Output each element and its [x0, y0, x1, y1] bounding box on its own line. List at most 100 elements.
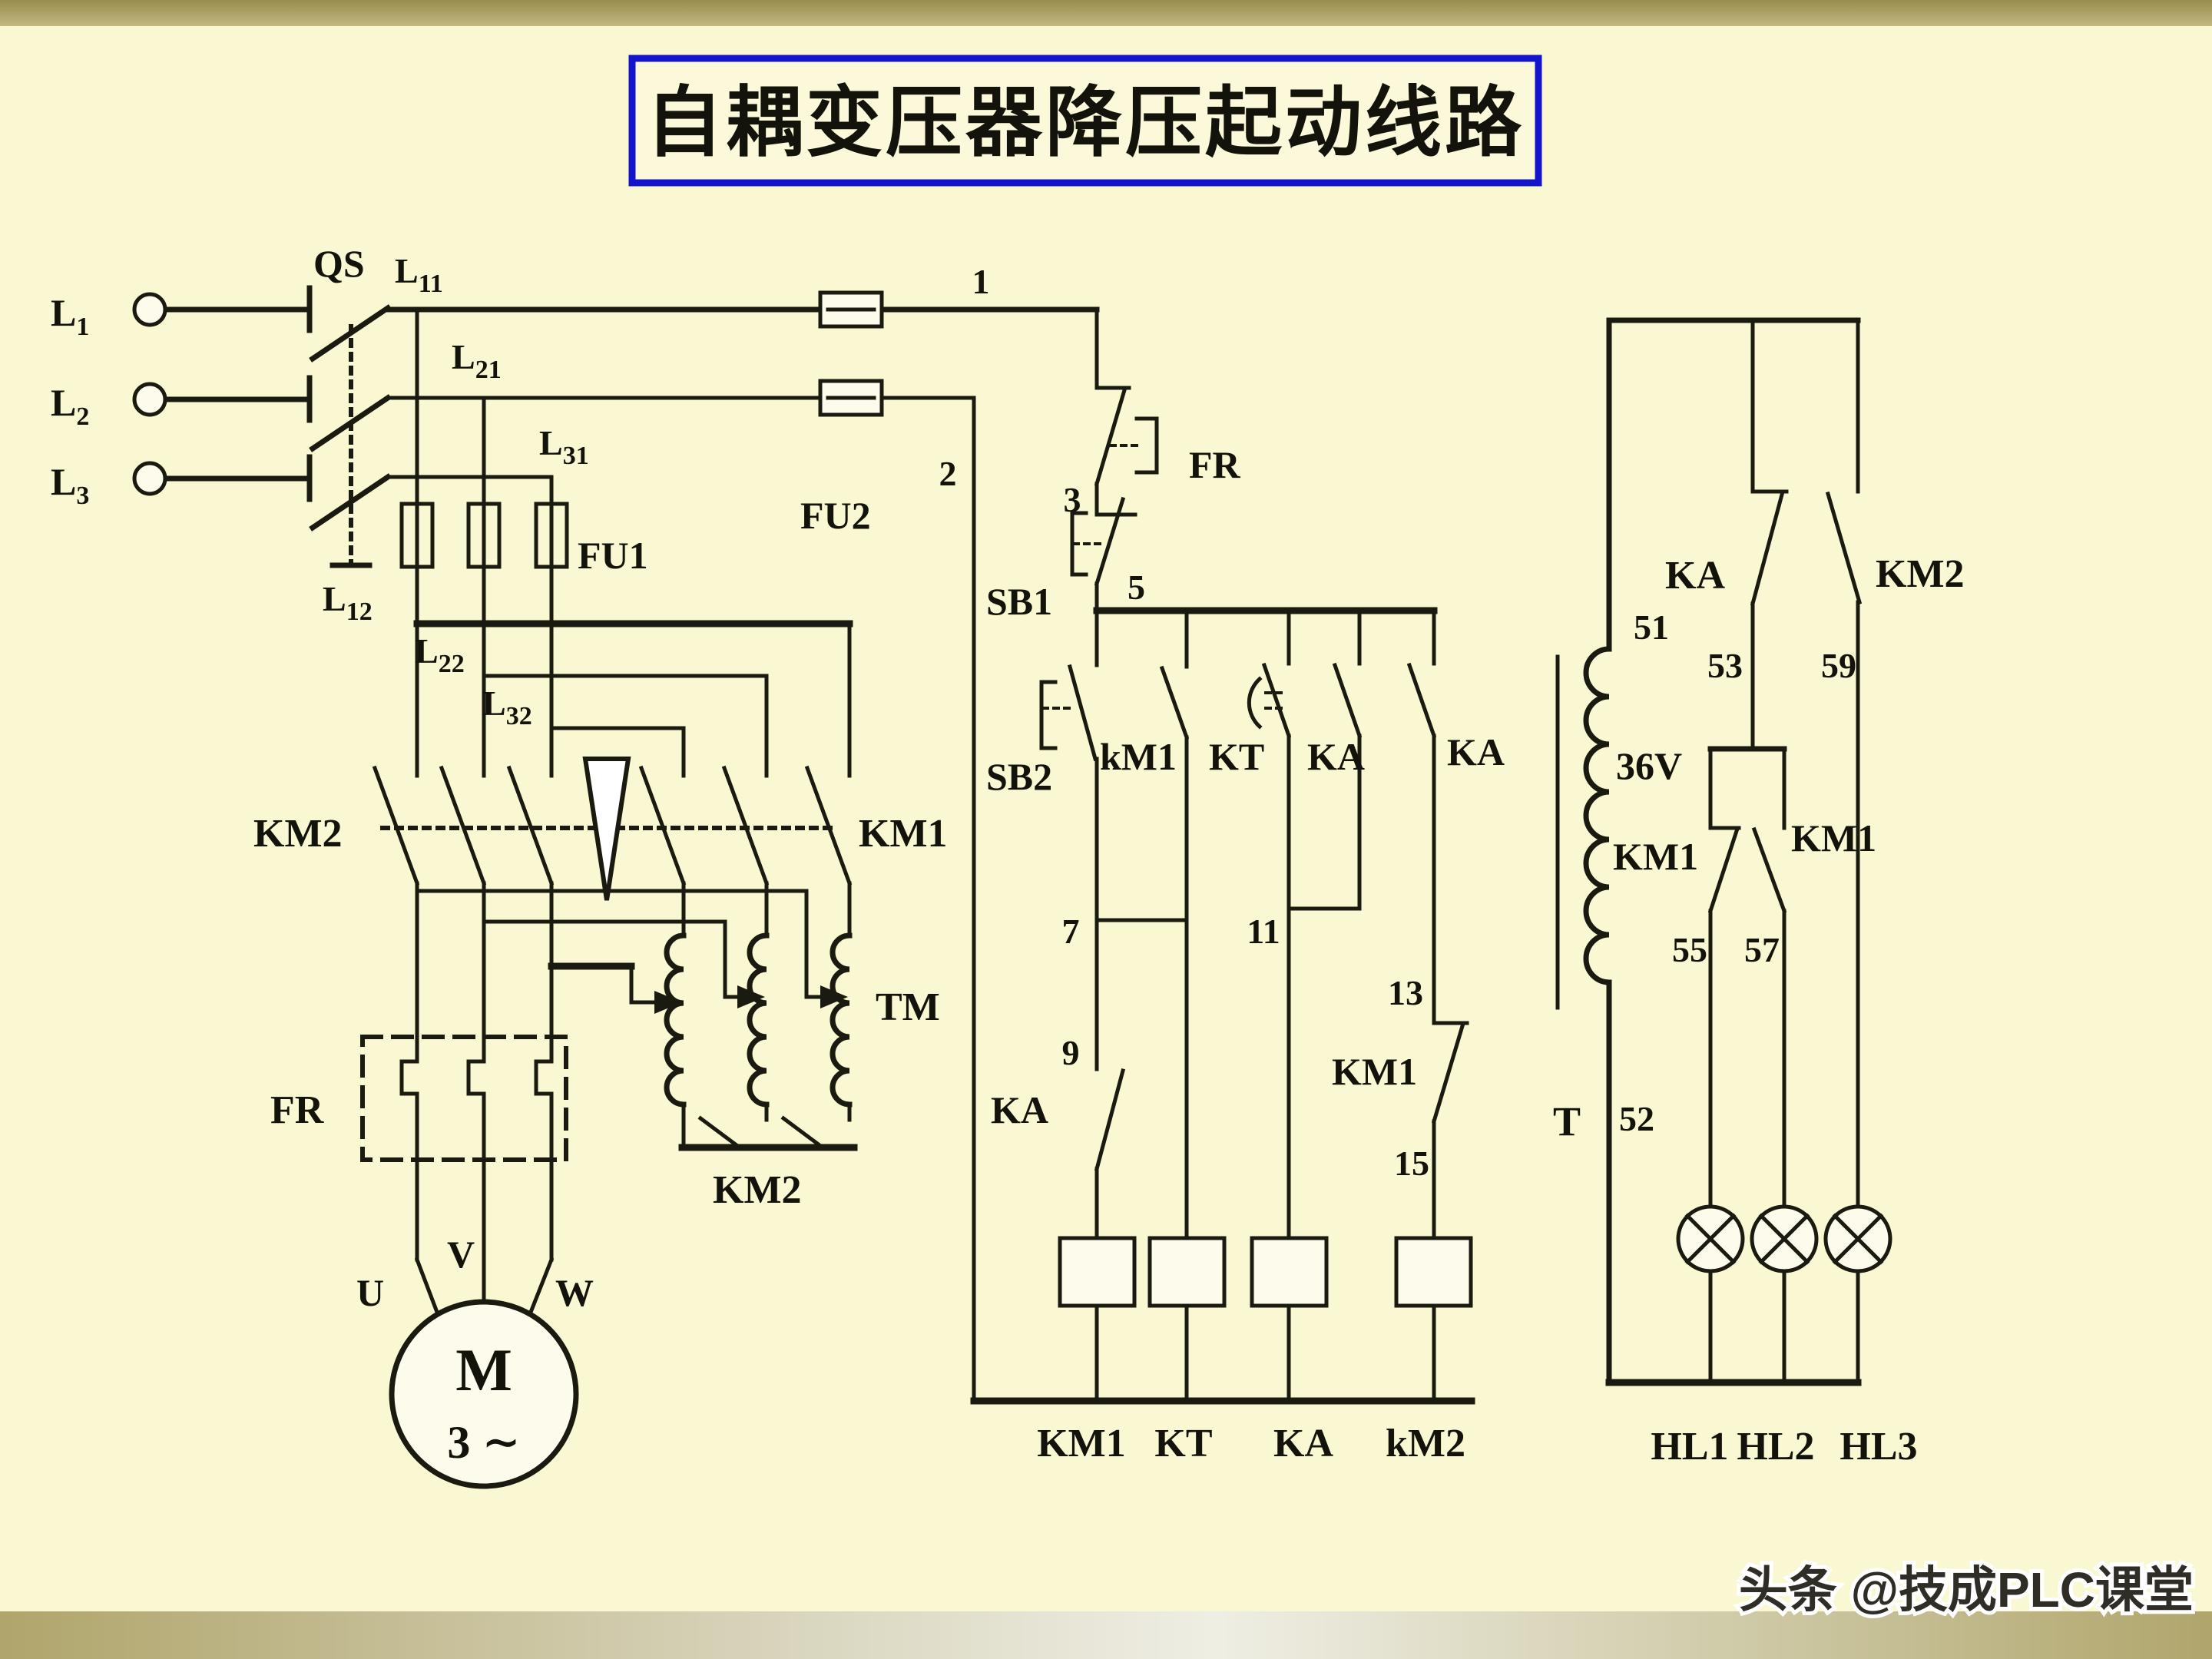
node-7: 7 [1062, 912, 1080, 951]
label-hl2: HL2 [1737, 1425, 1814, 1469]
label-l22: L22 [415, 631, 465, 678]
node-55: 55 [1672, 930, 1707, 969]
star-contacts-km2: KM2 [678, 1102, 858, 1212]
label-km2-star: KM2 [713, 1168, 802, 1212]
label-sb2: SB2 [986, 755, 1052, 798]
label-ka-nc: KA [1665, 554, 1725, 598]
label-l11: L11 [395, 251, 443, 298]
km1-aux-contact: kM1 7 [1062, 608, 1190, 1240]
page-title: 自耦变压器降压起动线路 [646, 81, 1525, 166]
fuse-fu1-1 [399, 502, 435, 569]
node-57: 57 [1744, 930, 1780, 969]
node-1: 1 [972, 262, 990, 301]
tm-winding-3 [830, 932, 853, 1108]
label-km2-main: KM2 [253, 812, 343, 856]
coil-kt [1147, 1236, 1227, 1308]
title-border [628, 55, 1542, 187]
transformer-t: 51 36V T 52 [1553, 317, 1682, 1386]
control-coils: KM1 KT KA kM2 [970, 1236, 1475, 1465]
km1-lamp-contacts: KM1 KM1 55 57 [1613, 746, 1876, 1209]
km2-no-contact: KM2 59 [1821, 318, 1965, 1209]
ka-contact-right: KA 13 [1388, 608, 1505, 1024]
supply-terminals: L1 L2 L3 [51, 291, 310, 510]
label-t: T [1553, 1098, 1581, 1144]
km2-main-contacts: KM2 [253, 765, 555, 1064]
qs-switch: QS [306, 242, 392, 568]
fr-thermal-symbol [1134, 416, 1159, 475]
label-fr-control: FR [1189, 443, 1241, 486]
fr-heater-box [360, 1035, 568, 1162]
ka-contact-mid: KA [1307, 608, 1365, 911]
label-36v: 36V [1616, 744, 1682, 787]
label-fr-power: FR [270, 1088, 325, 1132]
fuse-fu1-2 [466, 502, 502, 569]
tm-winding-2 [747, 932, 770, 1108]
node-5: 5 [1128, 568, 1145, 607]
label-sb1: SB1 [986, 580, 1052, 623]
indicator-lamps: HL1 HL2 HL3 [1605, 1204, 1918, 1469]
fr-heater-2 [466, 1059, 486, 1096]
label-ka-low: KA [991, 1088, 1048, 1131]
watermark: 头条 @技成PLC课堂 [1739, 1562, 2194, 1618]
bottom-band [0, 1611, 2212, 1659]
label-ka-mid: KA [1307, 735, 1365, 778]
fu1-fuses: FU1 [399, 502, 648, 778]
jog-wires: L12 L22 L32 [323, 579, 853, 778]
label-ka-right: KA [1447, 730, 1505, 773]
kt-delay-arc [1247, 676, 1263, 730]
thermal-relay-fr: FR [270, 1035, 568, 1162]
label-hl1: HL1 [1651, 1425, 1728, 1469]
kt-timer-contact: KT 11 [1209, 608, 1362, 1240]
interlock-triangle-marker [582, 757, 631, 901]
tap-arrow-1 [654, 991, 682, 1014]
motor-type: 3 ∼ [447, 1417, 520, 1468]
label-km1-main: KM1 [859, 812, 948, 856]
label-qs: QS [313, 242, 365, 285]
tm-winding-1 [664, 932, 687, 1108]
label-l21: L21 [452, 337, 502, 384]
title-box: 自耦变压器降压起动线路 [628, 55, 1542, 187]
label-l32: L32 [482, 684, 532, 730]
label-km1-nc: KM1 [1332, 1050, 1417, 1093]
fr-heater-3 [534, 1059, 554, 1096]
label-l12: L12 [323, 579, 373, 626]
label-fu2: FU2 [800, 494, 871, 537]
coil-ka [1250, 1236, 1329, 1308]
label-km1-lamp-nc: KM1 [1613, 835, 1698, 878]
coil-km1 [1058, 1236, 1137, 1308]
sb2-start-button: SB2 [986, 608, 1099, 922]
node-53: 53 [1707, 646, 1743, 685]
sb2-actuator [1039, 680, 1058, 750]
coil-km2 [1394, 1236, 1473, 1308]
top-band [0, 0, 2212, 26]
fr-heater-1 [399, 1059, 419, 1096]
node-2: 2 [939, 454, 957, 493]
label-coil-km1: KM1 [1037, 1422, 1126, 1465]
label-coil-ka: KA [1273, 1422, 1333, 1465]
label-u: U [356, 1271, 384, 1314]
terminal-l1 [132, 292, 167, 327]
label-tm: TM [876, 985, 940, 1029]
label-fu1: FU1 [578, 534, 648, 577]
t-winding [1583, 646, 1612, 985]
sb1-stop-button: SB1 5 [986, 496, 1145, 623]
fu2-fuses: FU2 [800, 290, 884, 537]
fr-nc-contact: FR 3 [1064, 386, 1241, 519]
motor-symbol: M [455, 1336, 512, 1403]
ka-contact-low: 9 KA [991, 918, 1126, 1240]
km1-nc-contact: KM1 15 [1332, 1021, 1469, 1240]
label-kt-contact: KT [1209, 735, 1264, 778]
label-km1-aux: kM1 [1100, 735, 1177, 778]
autotransformer-tm: TM [664, 932, 940, 1108]
label-km2-no: KM2 [1876, 552, 1965, 596]
label-w: W [555, 1271, 594, 1314]
label-coil-kt: KT [1154, 1422, 1212, 1465]
label-v: V [447, 1233, 475, 1276]
node-51: 51 [1634, 608, 1669, 647]
label-hl3: HL3 [1839, 1425, 1917, 1469]
label-l31: L31 [539, 423, 589, 470]
node-59: 59 [1821, 646, 1856, 685]
node-11: 11 [1247, 912, 1280, 951]
